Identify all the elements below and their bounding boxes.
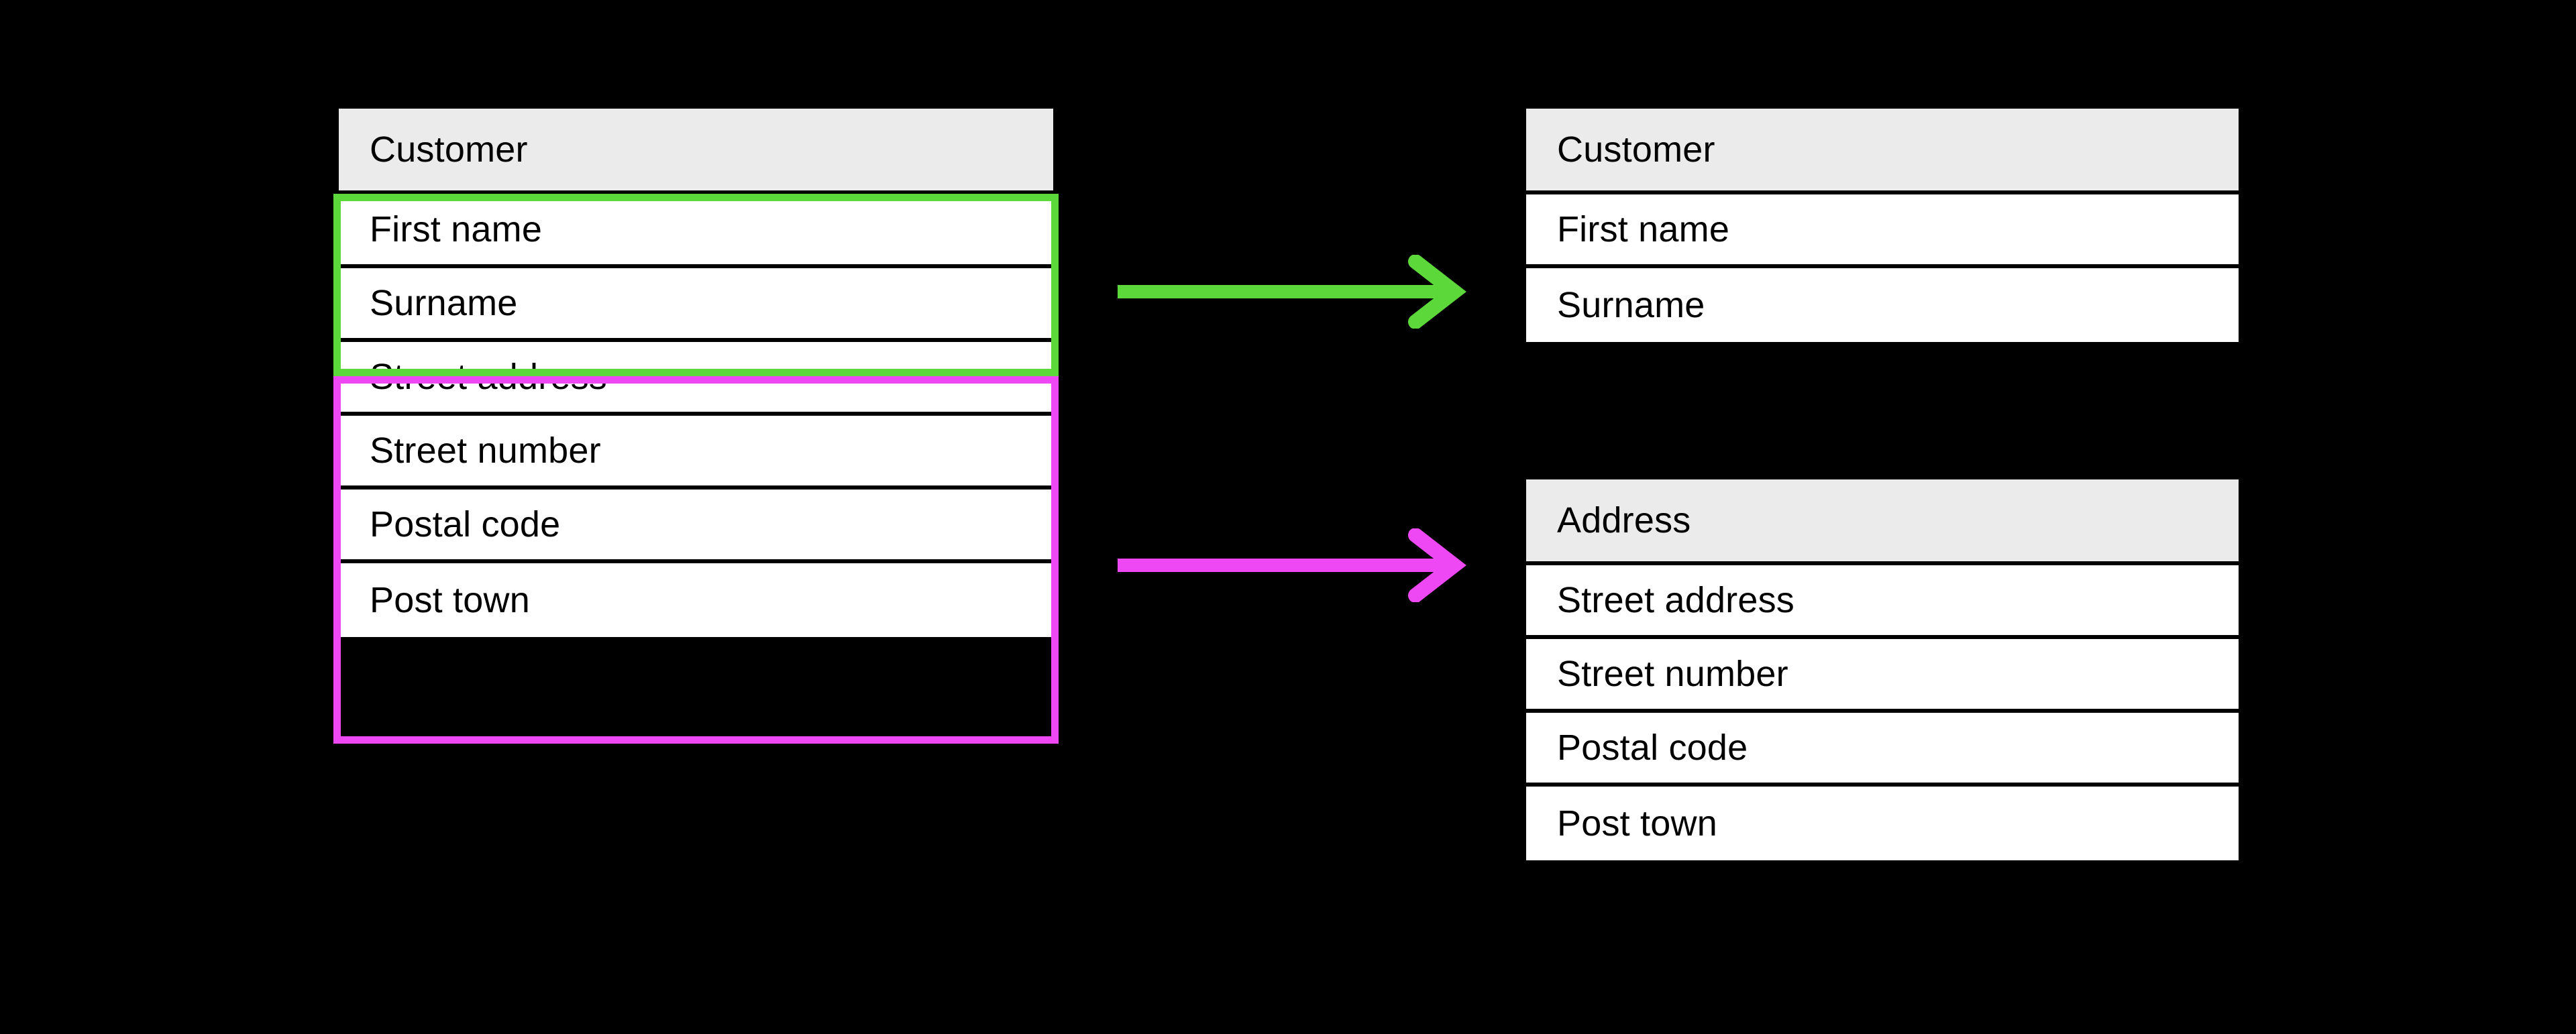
result-customer-field-label-first-name: First name [1557, 209, 1730, 249]
arrow-address [1114, 528, 1476, 602]
source-field-label-surname: Surname [370, 283, 518, 323]
result-address-field-row-street-address[interactable]: Street address [1526, 565, 2239, 639]
source-field-label-first-name: First name [370, 209, 543, 249]
result-address-field-row-postal-code[interactable]: Postal code [1526, 713, 2239, 787]
result-address-header-label: Address [1557, 500, 1691, 540]
source-field-label-postal-code: Postal code [370, 504, 561, 544]
source-field-row-street-number[interactable]: Street number [339, 416, 1053, 490]
source-field-row-street-address[interactable]: Street address [339, 342, 1053, 416]
result-customer-header-label: Customer [1557, 129, 1715, 170]
result-address-header: Address [1526, 479, 2239, 565]
source-field-label-post-town: Post town [370, 580, 530, 620]
result-address-field-label-postal-code: Postal code [1557, 728, 1748, 768]
source-field-row-postal-code[interactable]: Postal code [339, 490, 1053, 563]
source-table-header: Customer [339, 109, 1053, 194]
source-field-label-street-address: Street address [370, 357, 607, 397]
result-address-field-label-post-town: Post town [1557, 803, 1717, 844]
arrow-customer-icon [1118, 255, 1466, 329]
result-customer-field-row-first-name[interactable]: First name [1526, 194, 2239, 268]
result-customer-field-label-surname: Surname [1557, 285, 1705, 325]
arrow-address-icon [1118, 528, 1466, 602]
source-field-row-first-name[interactable]: First name [339, 194, 1053, 268]
result-customer-field-row-surname[interactable]: Surname [1526, 268, 2239, 342]
result-customer-header: Customer [1526, 109, 2239, 194]
result-address-field-row-post-town[interactable]: Post town [1526, 787, 2239, 860]
source-field-row-post-town[interactable]: Post town [339, 563, 1053, 637]
result-address-field-label-street-number: Street number [1557, 654, 1788, 694]
result-address-field-label-street-address: Street address [1557, 580, 1794, 620]
result-address-field-row-street-number[interactable]: Street number [1526, 639, 2239, 713]
result-entity-table-address: Address Street address Street number Pos… [1526, 479, 2239, 860]
source-field-row-surname[interactable]: Surname [339, 268, 1053, 342]
result-entity-table-customer: Customer First name Surname [1526, 109, 2239, 342]
source-entity-table: Customer First name Surname Street addre… [339, 109, 1053, 637]
arrow-customer [1114, 255, 1476, 329]
source-table-header-label: Customer [370, 129, 528, 170]
source-field-label-street-number: Street number [370, 430, 601, 471]
